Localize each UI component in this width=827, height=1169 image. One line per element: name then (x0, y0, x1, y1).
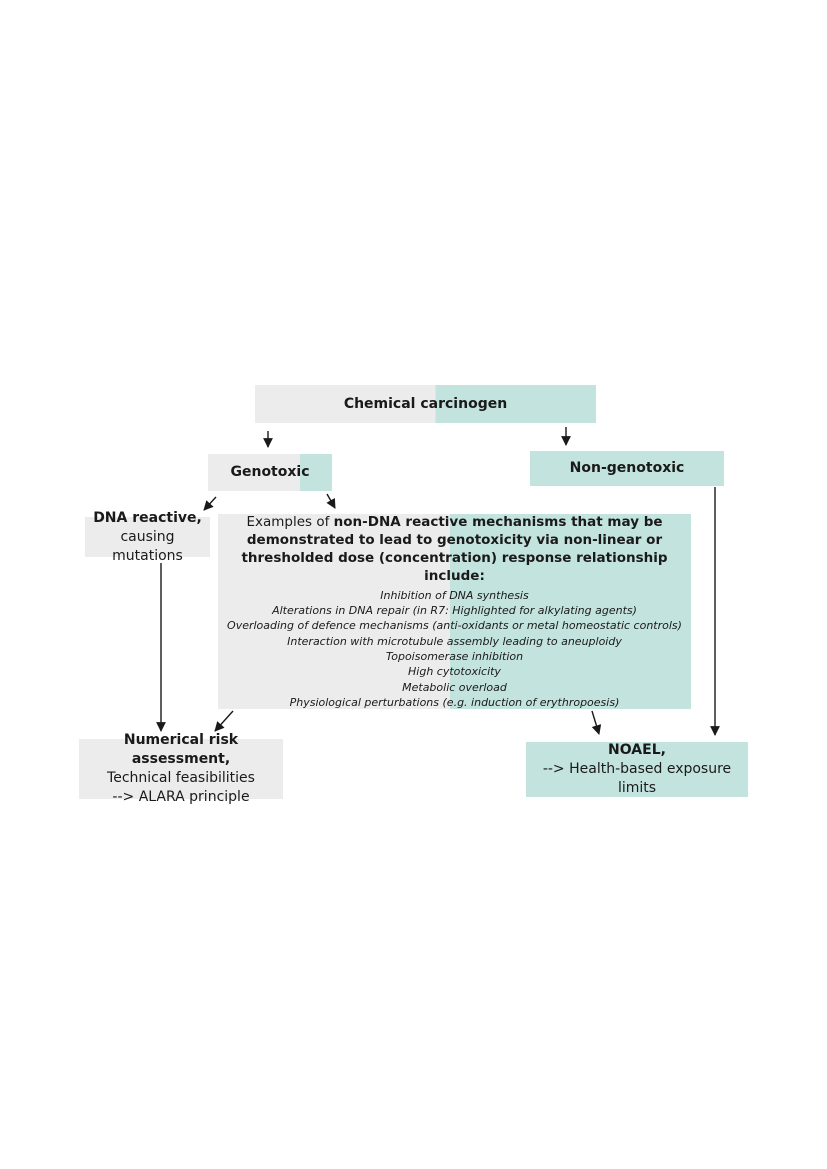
node-dna-reactive: DNA reactive, causing mutations (85, 510, 210, 564)
node-line: --> ALARA principle (112, 789, 250, 805)
mechanism-item: Metabolic overload (402, 680, 507, 694)
mechanism-item: Alterations in DNA repair (in R7: Highli… (272, 604, 637, 618)
node-non-genotoxic: Non-genotoxic (530, 451, 724, 486)
node-subtitle: causing mutations (112, 528, 183, 564)
arrow-mechanisms-to-noael (591, 710, 602, 735)
mechanisms-list: Inhibition of DNA synthesis Alterations … (227, 588, 682, 710)
node-label: Non-genotoxic (569, 460, 685, 476)
node-title: Numerical risk assessment, (123, 732, 239, 767)
mechanisms-intro-bold: non-DNA reactive mechanisms that may be … (241, 513, 668, 566)
arrow-genotoxic-to-dna-reactive (203, 496, 217, 511)
arrow-mechanisms-to-numerical (214, 710, 234, 732)
mechanism-item: High cytotoxicity (408, 665, 501, 679)
node-title: NOAEL, (608, 742, 666, 758)
mechanism-item: Overloading of defence mechanisms (anti-… (227, 619, 682, 633)
node-genotoxic: Genotoxic (208, 454, 332, 491)
node-chemical-carcinogen: Chemical carcinogen (255, 385, 596, 423)
node-label: Chemical carcinogen (343, 395, 508, 412)
arrow-genotoxic-to-mechanisms (326, 493, 336, 509)
node-title: DNA reactive, (93, 509, 202, 526)
mechanism-item: Interaction with microtubule assembly le… (287, 634, 622, 648)
mechanism-item: Inhibition of DNA synthesis (380, 588, 529, 602)
node-line: --> Health-based exposure limits (542, 761, 732, 796)
node-non-dna-mechanisms: Examples of non-DNA reactive mechanisms … (218, 514, 691, 709)
node-label: Genotoxic (230, 464, 310, 480)
mechanism-item: Topoisomerase inhibition (385, 650, 524, 663)
node-line: Technical feasibilities (107, 770, 255, 786)
mechanisms-intro-suffix: include: (424, 567, 485, 584)
mechanisms-intro-prefix: Examples of (246, 513, 334, 530)
mechanism-item: Physiological perturbations (e.g. induct… (289, 695, 620, 709)
mechanisms-intro: Examples of non-DNA reactive mechanisms … (218, 513, 691, 585)
node-noael: NOAEL, --> Health-based exposure limits (526, 742, 748, 797)
node-numerical-risk-assessment: Numerical risk assessment, Technical fea… (79, 732, 283, 805)
